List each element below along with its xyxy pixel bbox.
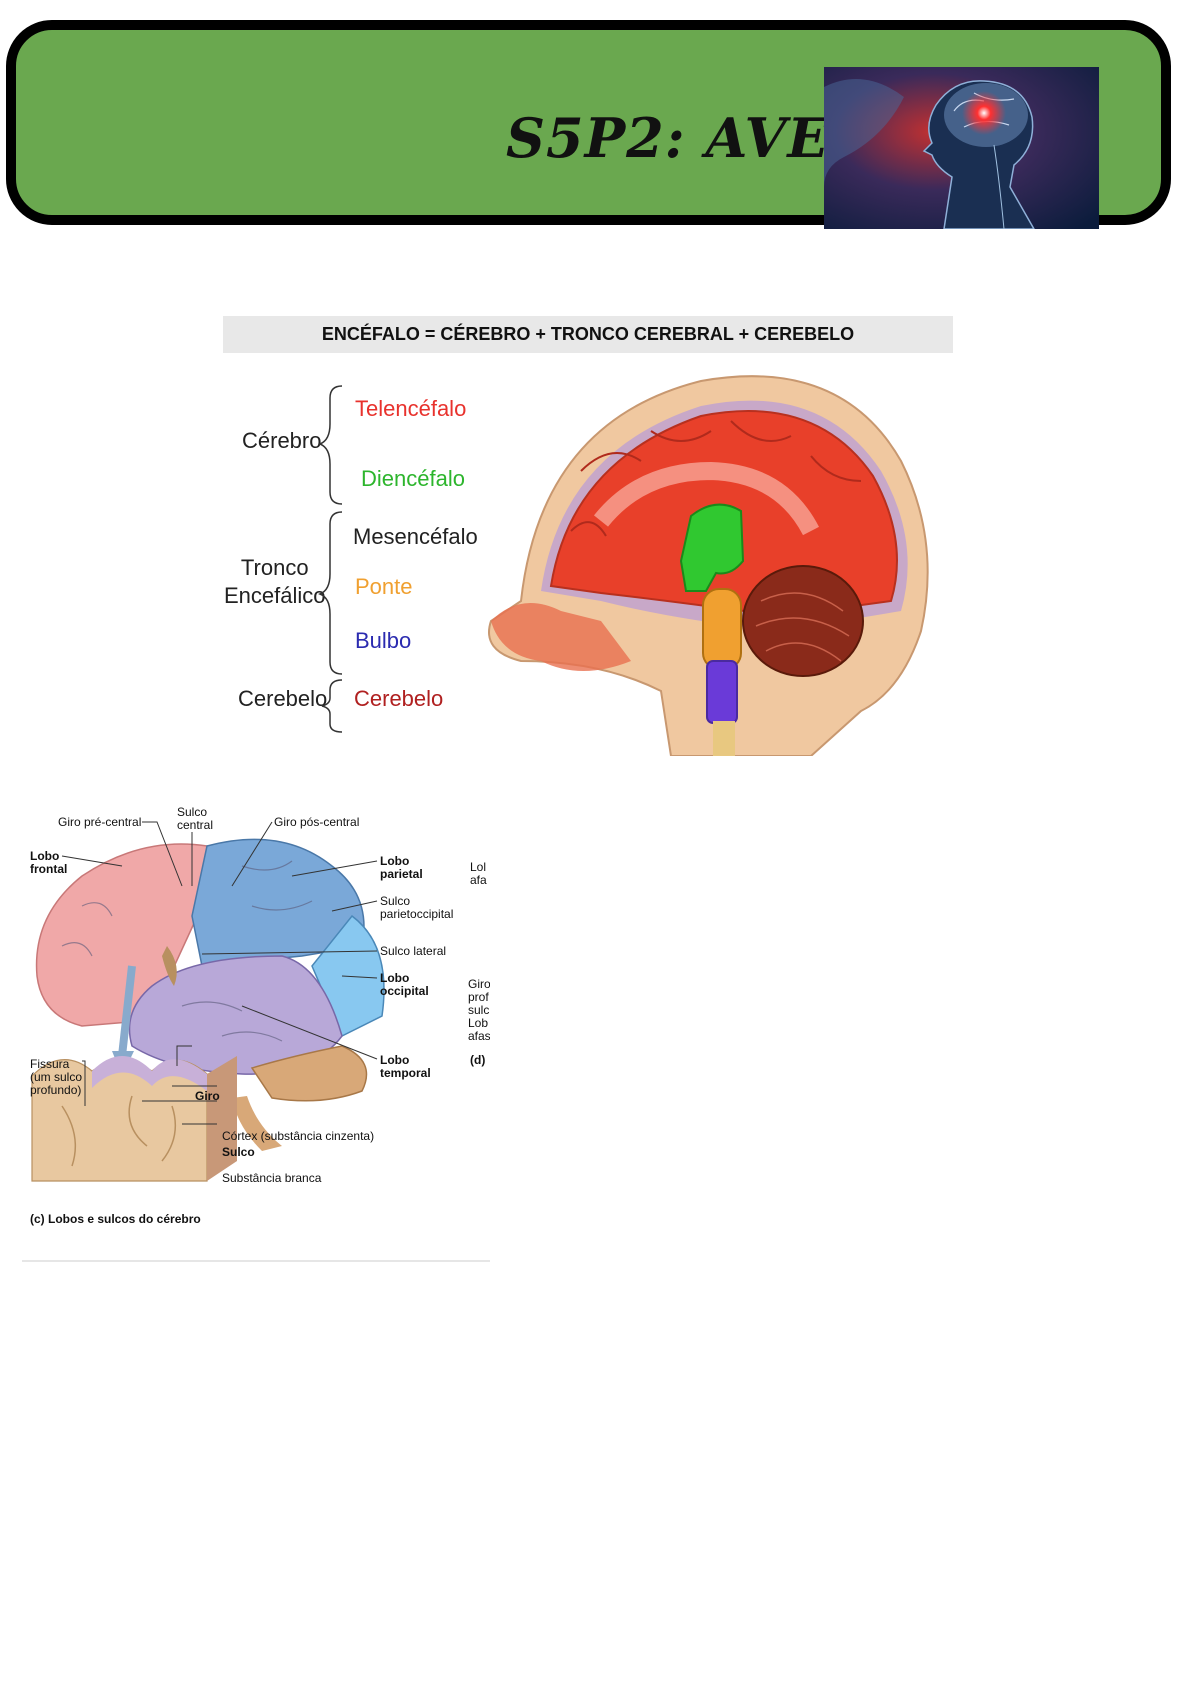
header-banner: S5P2: AVE xyxy=(6,20,1171,229)
label-giro: Giro xyxy=(195,1089,220,1103)
encephalon-figure: ENCÉFALO = CÉREBRO + TRONCO CEREBRAL + C… xyxy=(223,316,953,756)
part-ponte: Ponte xyxy=(355,574,413,599)
group-cerebelo-label: Cerebelo xyxy=(238,686,328,711)
lobes-illustration xyxy=(31,821,385,1182)
lobes-figure: Giro pré-central Sulco central Giro pós-… xyxy=(22,806,490,1266)
part-cerebelo: Cerebelo xyxy=(354,686,444,711)
figure-caption: (c) Lobos e sulcos do cérebro xyxy=(30,1212,201,1226)
cropped-label-1: Lol afa xyxy=(470,861,487,887)
part-mesencefalo: Mesencéfalo xyxy=(353,524,478,549)
label-lobo-temporal: Lobo temporal xyxy=(380,1053,431,1080)
braces-graphic xyxy=(318,385,343,733)
label-substancia-branca: Substância branca xyxy=(222,1171,322,1185)
label-giro-pos-central: Giro pós-central xyxy=(274,815,360,829)
cropped-label-3: (d) xyxy=(470,1053,486,1067)
label-lobo-parietal: Lobo parietal xyxy=(380,854,423,881)
label-sulco-central: Sulco central xyxy=(177,805,214,832)
label-lobo-occipital: Lobo occipital xyxy=(380,971,429,998)
brain-glow-image xyxy=(824,67,1099,229)
group-cerebro-label: Cérebro xyxy=(242,428,322,453)
label-sulco: Sulco xyxy=(222,1145,255,1159)
label-sulco-parietoccipital: Sulco parietoccipital xyxy=(380,894,454,921)
sagittal-brain-illustration xyxy=(488,375,929,756)
label-sulco-lateral: Sulco lateral xyxy=(380,944,447,958)
part-diencefalo: Diencéfalo xyxy=(361,466,465,491)
figure-header-text: ENCÉFALO = CÉREBRO + TRONCO CEREBRAL + C… xyxy=(321,324,855,344)
label-giro-pre-central: Giro pré-central xyxy=(58,815,142,829)
part-bulbo: Bulbo xyxy=(355,628,412,653)
label-fissura: Fissura (um sulco profundo) xyxy=(30,1057,83,1097)
figure-divider xyxy=(22,1260,490,1262)
page-title: S5P2: AVE xyxy=(506,106,830,170)
cropped-label-2: Giro prof sulc Lob afas xyxy=(468,978,490,1043)
label-cortex: Córtex (substância cinzenta) xyxy=(222,1129,375,1143)
group-tronco-label: Tronco Encefálico xyxy=(224,555,326,608)
figure-header: ENCÉFALO = CÉREBRO + TRONCO CEREBRAL + C… xyxy=(223,316,953,353)
label-lobo-frontal: Lobo frontal xyxy=(30,849,68,876)
part-telencefalo: Telencéfalo xyxy=(355,396,467,421)
